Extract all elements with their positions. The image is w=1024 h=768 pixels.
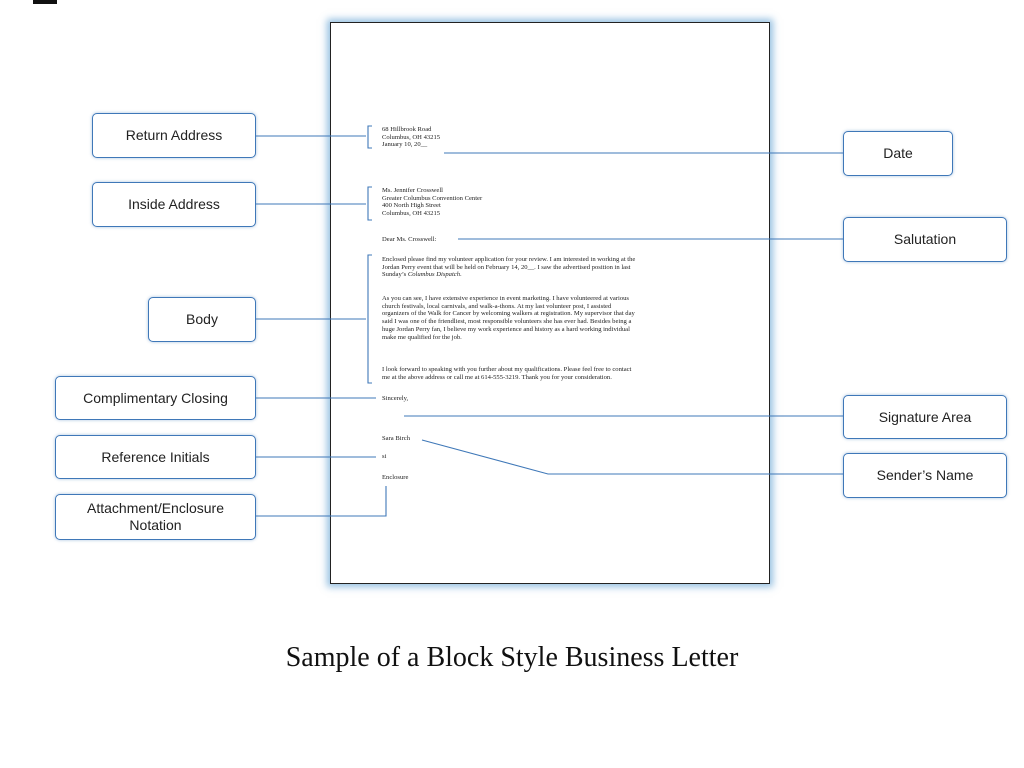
label-text: Date (883, 145, 913, 161)
letter-body-paragraph-2: As you can see, I have extensive experie… (382, 295, 635, 341)
label-text: Complimentary Closing (83, 389, 228, 406)
label-text: Signature Area (878, 408, 972, 425)
letter-page (330, 22, 770, 584)
label-text: Sender’s Name (876, 467, 974, 483)
label-signature-area: Signature Area (843, 395, 1007, 439)
letter-closing: Sincerely, (382, 395, 408, 403)
body-line: church festivals, local carnivals, and w… (382, 302, 612, 310)
body-line: huge Jordan Perry fan, I believe my work… (382, 325, 630, 333)
bracket-return-address (367, 125, 372, 149)
sender-name-text: Sara Birch (382, 435, 411, 442)
letter-inside-address: Ms. Jennifer Crosswell Greater Columbus … (382, 187, 482, 218)
connector-senders-name (421, 439, 846, 475)
inside-address-line: Columbus, OH 43215 (382, 210, 441, 218)
inside-address-line: Greater Columbus Convention Center (382, 194, 483, 202)
letter-sender-name: Sara Birch (382, 435, 410, 443)
body-line: Sunday’s Columbus Dispatch. (382, 271, 635, 279)
newspaper-title: Columbus Dispatch (407, 271, 461, 279)
inside-address-line: Ms. Jennifer Crosswell (382, 187, 443, 194)
body-line: organizers of the Walk for Cancer by wel… (382, 310, 635, 318)
return-address-line: Columbus, OH 43215 (382, 133, 441, 141)
letter-enclosure: Enclosure (382, 474, 408, 482)
label-return-address: Return Address (92, 113, 256, 158)
bracket-body (367, 254, 372, 384)
body-line: I look forward to speaking with you furt… (382, 366, 632, 373)
label-inside-address: Inside Address (92, 182, 256, 227)
bracket-inside-address (367, 186, 372, 221)
letter-salutation: Dear Ms. Crosswell: (382, 236, 436, 244)
label-text: Attachment/Enclosure (87, 500, 224, 516)
inside-address-line: 400 North High Street (382, 202, 441, 210)
initials-text: si (382, 453, 387, 460)
label-text: Salutation (893, 231, 957, 247)
label-text: Notation (129, 517, 182, 533)
connector-enclosure (256, 486, 387, 517)
body-text: Sunday’s (382, 271, 408, 279)
body-line: make me qualified for the job. (382, 333, 462, 341)
body-text: . (460, 271, 462, 279)
corner-mark (33, 0, 57, 4)
label-text: Return Address (125, 127, 223, 143)
label-date: Date (843, 131, 953, 176)
label-reference-initials: Reference Initials (55, 435, 256, 479)
salutation-text: Dear Ms. Crosswell: (382, 236, 437, 243)
body-line: said I was one of the friendliest, most … (382, 318, 632, 326)
body-line: me at the above address or call me at 61… (382, 373, 612, 381)
letter-body-paragraph-1: Enclosed please find my volunteer applic… (382, 256, 635, 279)
letter-return-address: 68 Hillbrook Road Columbus, OH 43215 Jan… (382, 126, 440, 149)
body-line: As you can see, I have extensive experie… (382, 295, 629, 302)
letter-date: January 10, 20__ (382, 141, 428, 149)
diagram-caption: Sample of a Block Style Business Letter (285, 642, 739, 673)
return-address-line: 68 Hillbrook Road (382, 126, 432, 133)
letter-body-paragraph-3: I look forward to speaking with you furt… (382, 366, 631, 381)
label-salutation: Salutation (843, 217, 1007, 262)
closing-text: Sincerely, (382, 395, 409, 402)
label-body: Body (148, 297, 256, 342)
label-attachment-enclosure-notation: Attachment/Enclosure Notation (55, 494, 256, 540)
body-line: Jordan Perry event that will be held on … (382, 263, 631, 271)
body-line: Enclosed please find my volunteer applic… (382, 256, 636, 263)
label-text: Body (186, 311, 218, 327)
label-text: Reference Initials (101, 448, 210, 465)
label-complimentary-closing: Complimentary Closing (55, 376, 256, 420)
enclosure-text: Enclosure (382, 474, 409, 481)
letter-reference-initials: si (382, 453, 386, 461)
label-text: Inside Address (128, 196, 220, 212)
label-senders-name: Sender’s Name (843, 453, 1007, 498)
